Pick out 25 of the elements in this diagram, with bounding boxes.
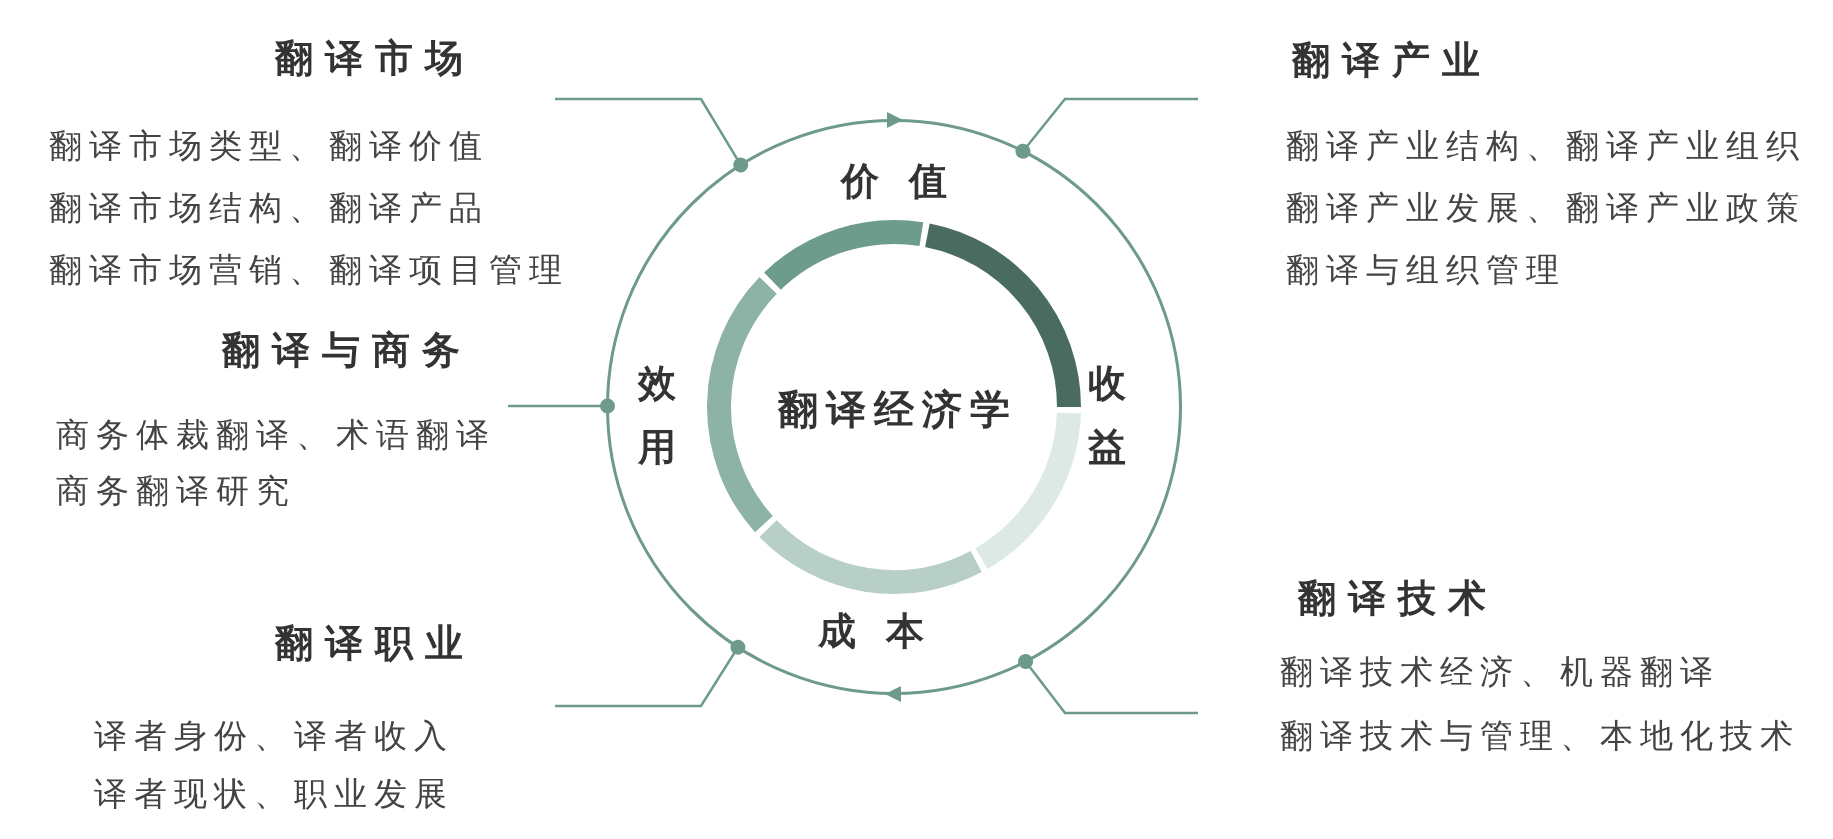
leader-line <box>555 97 749 173</box>
leader-line <box>508 398 615 414</box>
block-heading: 翻译与商务 <box>222 328 472 372</box>
block-heading: 翻译产业 <box>1292 38 1492 82</box>
topic-text: 翻译市场营销、翻译项目管理 <box>49 250 569 290</box>
block-heading: 翻译职业 <box>275 621 475 665</box>
block-heading: 翻译技术 <box>1298 576 1498 620</box>
topic-text: 商务体裁翻译、术语翻译 <box>56 415 496 455</box>
leader-line <box>555 639 746 708</box>
topic-text: 翻译产业发展、翻译产业政策 <box>1286 188 1806 228</box>
topic-text: 翻译技术经济、机器翻译 <box>1280 652 1720 692</box>
block-heading: 翻译市场 <box>275 36 475 80</box>
topic-text: 翻译与组织管理 <box>1286 250 1566 290</box>
topic-text: 翻译市场类型、翻译价值 <box>49 126 489 166</box>
topic-text: 译者身份、译者收入 <box>94 716 454 756</box>
topic-text: 翻译市场结构、翻译产品 <box>49 188 489 228</box>
topic-text: 商务翻译研究 <box>56 471 296 511</box>
center-title: 翻译经济学 <box>778 384 1018 434</box>
leader-line <box>1018 654 1198 715</box>
segmented-ring <box>707 220 1081 594</box>
topic-text: 译者现状、职业发展 <box>94 774 454 814</box>
topic-text: 翻译技术与管理、本地化技术 <box>1280 716 1800 756</box>
leader-line <box>1015 97 1198 159</box>
ring-outline <box>606 119 1182 695</box>
topic-text: 翻译产业结构、翻译产业组织 <box>1286 126 1806 166</box>
